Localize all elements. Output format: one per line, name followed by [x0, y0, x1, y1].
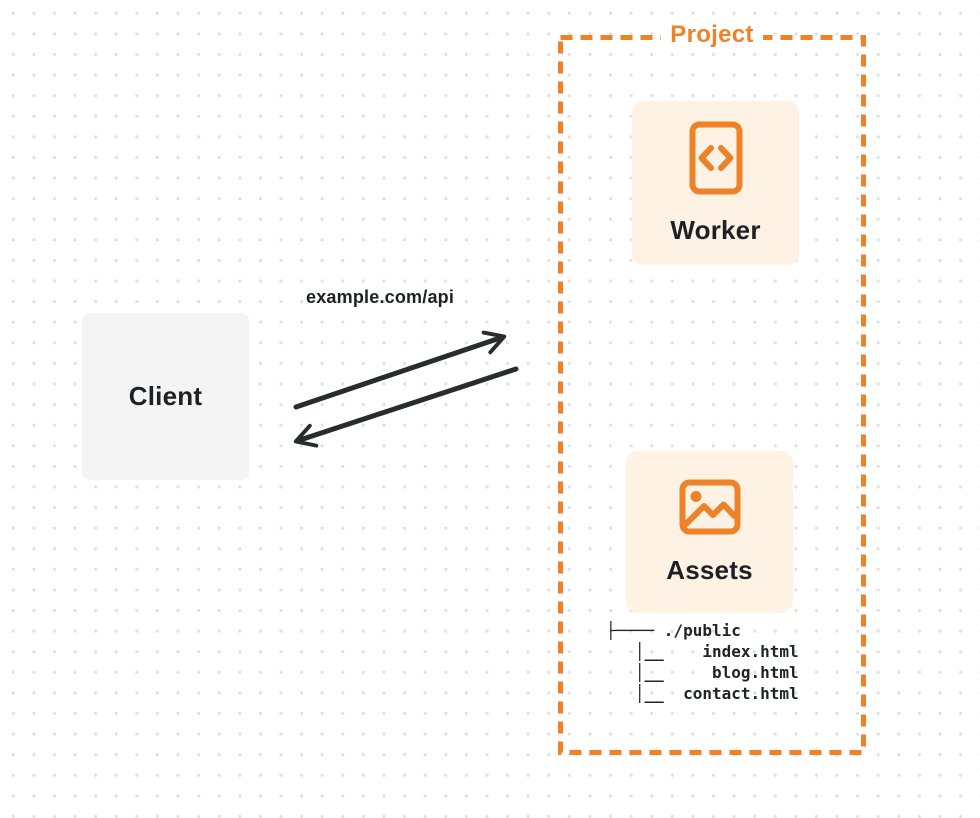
client-node: Client: [82, 313, 249, 480]
assets-label: Assets: [666, 554, 753, 585]
image-icon: [679, 479, 741, 535]
project-title-row: Project: [558, 21, 866, 49]
code-file-icon: [689, 121, 743, 195]
request-url-label: example.com/api: [306, 287, 455, 307]
project-label: Project: [661, 21, 763, 49]
client-label: Client: [128, 381, 203, 411]
worker-label: Worker: [670, 214, 761, 245]
file-tree: ├──── ./public │__ index.html │__ blog.h…: [606, 621, 799, 703]
response-arrow: [293, 366, 519, 448]
assets-node: Assets: [626, 451, 793, 613]
worker-node: Worker: [632, 101, 799, 265]
request-arrow: [293, 330, 507, 410]
